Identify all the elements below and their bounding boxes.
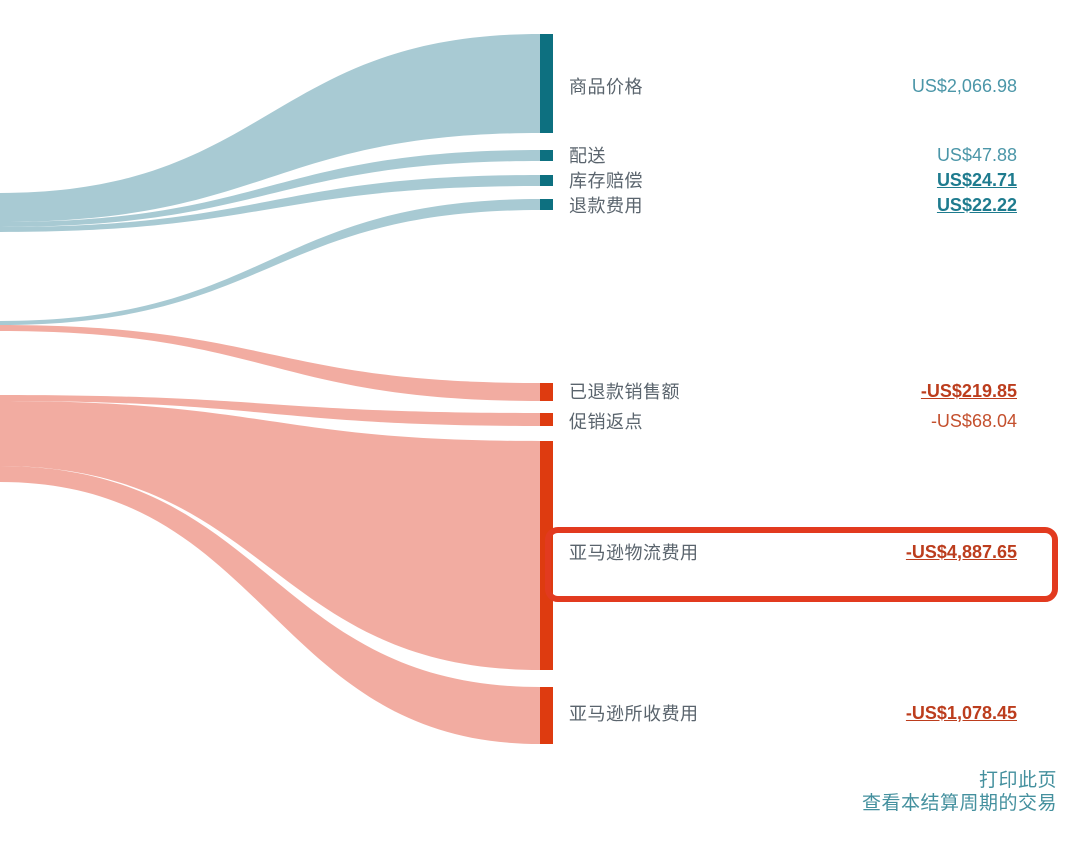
row-amount: -US$68.04 <box>930 410 1017 431</box>
row-label: 配送 <box>569 146 606 166</box>
row-label: 亚马逊所收费用 <box>569 704 699 724</box>
flow-shipping <box>0 150 540 227</box>
node-refund-fee <box>540 199 553 210</box>
row-inventory-comp: 库存赔偿 US$24.71 <box>569 168 1017 192</box>
row-label: 亚马逊物流费用 <box>569 543 699 563</box>
node-refunded-sales <box>540 383 553 401</box>
row-label: 促销返点 <box>569 412 643 432</box>
row-label: 商品价格 <box>569 77 643 97</box>
row-label: 库存赔偿 <box>569 171 643 191</box>
node-fba-fee <box>540 441 553 670</box>
row-amount-link[interactable]: US$22.22 <box>936 194 1017 215</box>
flow-promo-rebate <box>0 395 540 426</box>
row-refund-fee: 退款费用 US$22.22 <box>569 193 1017 217</box>
footer-links: 打印此页 查看本结算周期的交易 <box>862 769 1057 815</box>
row-amount-link[interactable]: -US$219.85 <box>920 380 1017 401</box>
row-amount-link[interactable]: US$24.71 <box>936 169 1017 190</box>
row-product-price: 商品价格 US$2,066.98 <box>569 74 1017 98</box>
row-promo-rebate: 促销返点 -US$68.04 <box>569 409 1017 433</box>
node-inventory-comp <box>540 175 553 186</box>
flow-inventory-comp <box>0 175 540 232</box>
view-settlement-transactions-link[interactable]: 查看本结算周期的交易 <box>861 793 1057 814</box>
row-refunded-sales: 已退款销售额 -US$219.85 <box>569 379 1017 403</box>
row-label: 退款费用 <box>569 196 643 216</box>
flow-refund-fee <box>0 199 540 325</box>
row-amount-link[interactable]: -US$1,078.45 <box>905 702 1017 723</box>
print-page-link[interactable]: 打印此页 <box>978 770 1057 791</box>
node-amazon-fee <box>540 687 553 744</box>
flow-product-price <box>0 34 540 222</box>
node-shipping <box>540 150 553 161</box>
row-amount: US$2,066.98 <box>911 75 1017 96</box>
row-fba-fee: 亚马逊物流费用 -US$4,887.65 <box>569 540 1017 564</box>
flow-amazon-fee <box>0 466 540 744</box>
row-label: 已退款销售额 <box>569 382 680 402</box>
flow-refunded-sales <box>0 325 540 401</box>
flow-fba-fee <box>0 401 540 670</box>
row-amount-link[interactable]: -US$4,887.65 <box>905 541 1017 562</box>
row-shipping: 配送 US$47.88 <box>569 143 1017 167</box>
row-amazon-fee: 亚马逊所收费用 -US$1,078.45 <box>569 701 1017 725</box>
node-promo-rebate <box>540 413 553 426</box>
node-product-price <box>540 34 553 133</box>
row-amount: US$47.88 <box>936 144 1017 165</box>
